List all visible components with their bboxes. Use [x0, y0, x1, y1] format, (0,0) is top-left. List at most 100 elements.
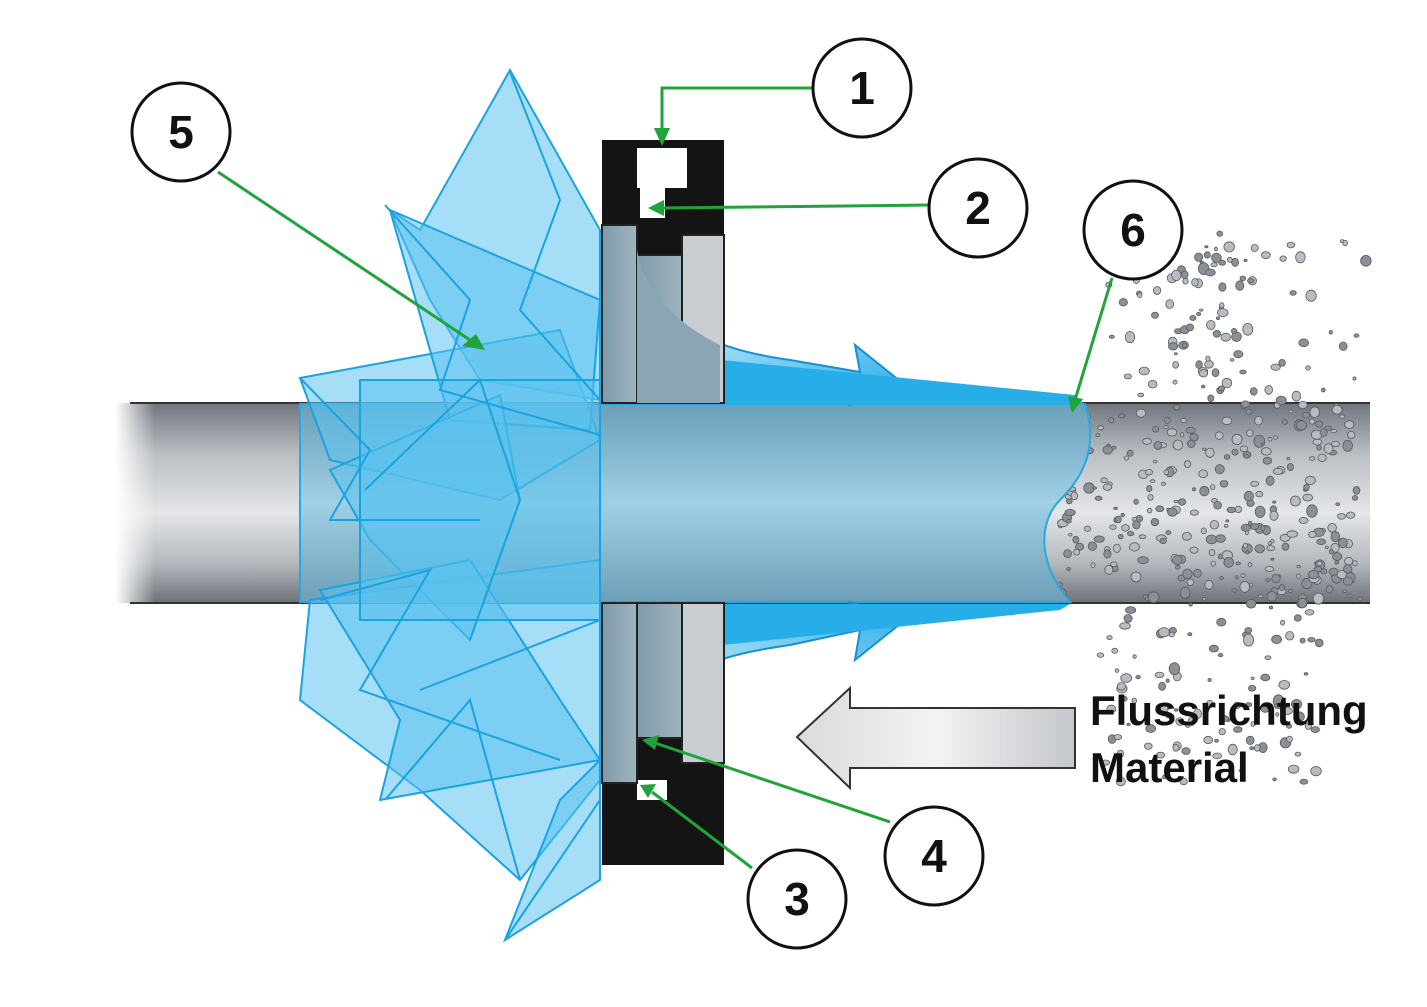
particle: [1203, 251, 1211, 259]
particle: [1317, 453, 1327, 462]
particle: [1219, 715, 1230, 722]
particle: [1245, 702, 1253, 707]
particle: [1152, 426, 1160, 433]
particle: [1270, 363, 1281, 371]
particle: [1200, 527, 1207, 535]
particle: [1155, 751, 1166, 759]
particle: [1352, 495, 1359, 501]
particle: [1271, 573, 1281, 584]
particle: [1296, 573, 1301, 579]
particle: [1278, 358, 1286, 367]
particle: [1165, 299, 1175, 309]
particle: [1304, 722, 1313, 730]
particle: [1168, 342, 1179, 351]
particle: [1193, 568, 1202, 578]
particle: [1325, 585, 1334, 594]
particle: [1186, 578, 1195, 587]
particle: [1219, 576, 1224, 580]
particle: [1163, 425, 1169, 430]
particle: [1189, 509, 1199, 516]
particle: [1200, 384, 1206, 389]
particle: [1223, 524, 1229, 528]
particle: [1248, 684, 1257, 692]
particle: [1293, 614, 1302, 622]
particle: [1240, 400, 1251, 408]
callout-1-label: 1: [849, 62, 875, 114]
particle: [1268, 605, 1274, 610]
particle: [1299, 778, 1309, 785]
particle: [1175, 717, 1185, 726]
particle: [1347, 593, 1353, 599]
particle: [1302, 411, 1310, 419]
particle: [1239, 369, 1247, 375]
particle: [1281, 707, 1293, 716]
particle: [1164, 416, 1171, 424]
particle: [1121, 524, 1130, 532]
particle: [1227, 743, 1238, 756]
particle: [1260, 525, 1266, 531]
particle: [1264, 385, 1273, 395]
particle: [1247, 520, 1253, 526]
particle: [1113, 734, 1122, 741]
spray-jet-top: [722, 360, 1085, 405]
particle: [1135, 408, 1147, 418]
particle: [1126, 723, 1131, 727]
particle: [1205, 534, 1218, 545]
particle: [1202, 447, 1207, 451]
particle: [1254, 544, 1266, 554]
particle: [1153, 441, 1163, 450]
particle: [1352, 485, 1361, 495]
particle: [1335, 502, 1341, 507]
particle: [1235, 280, 1245, 291]
particle: [1223, 557, 1234, 568]
particle: [1095, 433, 1100, 438]
particle: [1297, 597, 1308, 609]
particle: [1245, 735, 1255, 746]
particle: [1187, 717, 1196, 727]
particle: [1066, 519, 1072, 524]
particle: [1209, 520, 1220, 530]
particle: [1334, 560, 1340, 565]
particle: [1158, 681, 1166, 691]
particle: [1344, 556, 1354, 566]
particle: [1353, 333, 1360, 338]
particle: [1215, 431, 1224, 440]
particle: [1068, 532, 1073, 537]
particle: [1146, 507, 1153, 514]
particle: [1182, 277, 1189, 285]
particle: [1343, 564, 1353, 574]
particle: [1342, 589, 1347, 593]
particle: [1209, 484, 1216, 491]
particle: [1157, 703, 1169, 716]
particle: [1129, 542, 1140, 552]
particle: [1204, 245, 1209, 249]
particle: [1118, 298, 1128, 307]
particle: [1217, 652, 1224, 658]
particle: [1117, 533, 1124, 540]
particle: [1072, 535, 1080, 544]
particle: [1154, 671, 1165, 679]
particle: [1208, 644, 1219, 653]
particle: [1144, 469, 1153, 476]
particle: [1180, 417, 1187, 424]
particle: [1191, 487, 1197, 492]
particle: [1286, 241, 1296, 249]
particle: [1102, 483, 1113, 491]
particle: [1338, 537, 1348, 549]
particle: [1113, 543, 1121, 553]
particle: [1298, 400, 1308, 410]
particle: [1217, 553, 1224, 560]
particle: [1136, 292, 1143, 299]
particle: [1249, 387, 1258, 396]
particle: [1275, 712, 1280, 717]
particle: [1233, 350, 1244, 359]
particle: [1330, 531, 1341, 543]
particle: [1208, 549, 1216, 557]
particle: [1307, 637, 1316, 643]
particle: [1245, 409, 1253, 415]
particle: [1212, 752, 1222, 760]
particle: [1172, 554, 1183, 566]
particle: [1090, 562, 1096, 568]
particle: [1267, 541, 1273, 546]
particle: [1104, 564, 1114, 575]
